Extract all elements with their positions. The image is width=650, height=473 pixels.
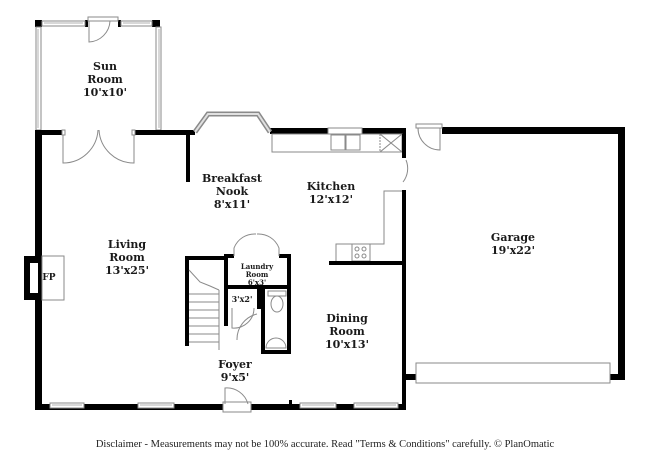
room-name: Room [87, 73, 123, 86]
bay-window [192, 111, 273, 134]
room-label-kitchen: Kitchen 12'x12' [296, 180, 366, 206]
front-windows-door [49, 387, 399, 413]
fireplace [24, 255, 65, 301]
kitchen-fixtures [271, 127, 409, 265]
fireplace-label: FP [42, 272, 56, 285]
disclaimer-text: Disclaimer - Measurements may not be 100… [95, 439, 555, 450]
room-label-living-room: Living Room 13'x25' [92, 238, 162, 277]
room-dimensions: 10'x13' [325, 338, 369, 351]
center-core [185, 233, 291, 354]
room-dimensions: 10'x10' [83, 86, 127, 99]
room-label-garage: Garage 19'x22' [478, 231, 548, 257]
room-label-sun-room: Sun Room 10'x10' [70, 60, 140, 99]
room-name: Breakfast [202, 172, 262, 185]
sun-room-walls [35, 16, 162, 131]
room-label-closet: 3'x2' [228, 295, 256, 303]
room-name: Nook [215, 185, 249, 198]
room-name: Living [107, 238, 147, 251]
room-dimensions: 8'x11' [213, 198, 251, 211]
room-label-dining-room: Dining Room 10'x13' [312, 312, 382, 351]
room-name: Garage [490, 231, 536, 244]
fireplace-text: FP [42, 273, 56, 283]
room-name: Dining [326, 312, 368, 325]
room-name: Room [109, 251, 145, 264]
room-name: Laundry [240, 262, 274, 271]
room-label-laundry-room: Laundry Room 6'x3' [234, 263, 280, 287]
room-dimensions: 3'x2' [231, 294, 253, 304]
french-doors-sunroom [61, 129, 136, 164]
room-label-breakfast-nook: Breakfast Nook 8'x11' [194, 172, 270, 211]
room-dimensions: 12'x12' [309, 193, 353, 206]
room-dimensions: 19'x22' [491, 244, 535, 257]
room-name: Foyer [218, 358, 252, 371]
room-name: Room [245, 270, 269, 279]
room-name: Sun [93, 60, 117, 73]
room-name: Kitchen [306, 180, 356, 193]
room-dimensions: 6'x3' [247, 278, 267, 287]
room-name: Room [329, 325, 365, 338]
room-dimensions: 13'x25' [105, 264, 149, 277]
garage-side-door [415, 123, 611, 384]
room-dimensions: 9'x5' [220, 371, 250, 384]
room-label-foyer: Foyer 9'x5' [200, 358, 270, 384]
